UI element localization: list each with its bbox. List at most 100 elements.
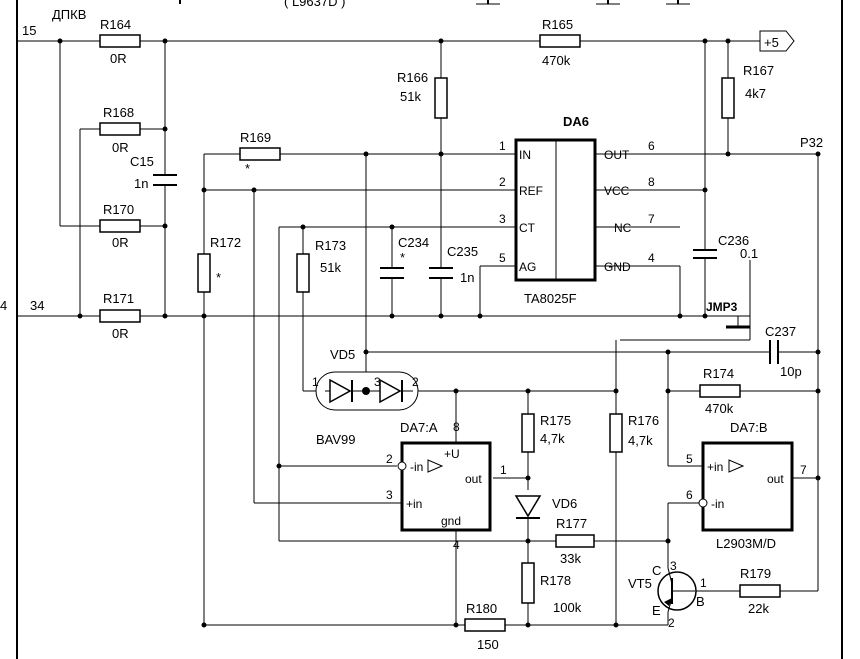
c235-ref: C235 xyxy=(447,244,478,259)
resistor-r178: R178 100k xyxy=(521,562,582,615)
c235-value: 1n xyxy=(460,270,474,285)
resistor-r171: R171 0R xyxy=(99,291,141,341)
vt5-pin-b: 1 xyxy=(700,576,707,590)
r166-ref: R166 xyxy=(397,70,428,85)
comparator-da7b: DA7:B L2903M/D 5 +in 6 -in 7 out xyxy=(686,420,807,551)
da6-pin2-num: 2 xyxy=(499,175,506,189)
resistor-r169: R169 * xyxy=(239,130,281,176)
da7a-lbl-out: out xyxy=(465,472,482,486)
da7a-pin3: 3 xyxy=(386,488,393,502)
r170-value: 0R xyxy=(112,235,129,250)
vt5-lbl-c: C xyxy=(652,563,661,578)
resistor-r175: R175 4,7k xyxy=(521,413,571,453)
diode-vd5: VD5 BAV99 1 3 2 xyxy=(312,347,419,447)
da7b-pin7: 7 xyxy=(800,463,807,477)
r175-value: 4,7k xyxy=(540,431,565,446)
vd5-pin1: 1 xyxy=(312,375,319,389)
net-flag-plus5: +5 xyxy=(759,30,795,52)
resistor-r166: R166 51k xyxy=(397,70,448,119)
net-label-dpkv: ДПКВ xyxy=(52,7,86,22)
vt5-lbl-e: E xyxy=(652,603,661,618)
r180-ref: R180 xyxy=(466,601,497,616)
r176-ref: R176 xyxy=(628,413,659,428)
c234-value: * xyxy=(400,250,405,265)
resistor-r172: R172 * xyxy=(197,235,241,293)
r171-value: 0R xyxy=(112,326,129,341)
da6-pin8-num: 8 xyxy=(648,175,655,189)
da6-pin6-name: OUT xyxy=(604,148,630,162)
da6-pin1-num: 1 xyxy=(499,139,506,153)
resistor-r179: R179 22k xyxy=(739,566,781,616)
r172-ref: R172 xyxy=(210,235,241,250)
da7a-pin2: 2 xyxy=(386,452,393,466)
jumper-jmp3: JMP3 xyxy=(706,300,750,329)
da7b-part: L2903M/D xyxy=(716,536,776,551)
da6-pin3-num: 3 xyxy=(499,212,506,226)
r176-value: 4,7k xyxy=(628,433,653,448)
junctions xyxy=(57,38,821,628)
r170-ref: R170 xyxy=(103,202,134,217)
da7a-pin8: 8 xyxy=(453,420,460,434)
da6-pin3-name: CT xyxy=(519,221,536,235)
comparator-da7a: DA7:A 8 +U 2 -in 3 +in 1 out gnd 4 xyxy=(386,420,507,552)
da6-pin7-name: NC xyxy=(614,221,632,235)
r164-value: 0R xyxy=(110,51,127,66)
da6-pin8-name: VCC xyxy=(604,184,630,198)
r177-value: 33k xyxy=(560,551,581,566)
da7a-lbl-plus: +in xyxy=(406,497,422,511)
edge-label: 4 xyxy=(0,298,7,313)
vt5-pin-c: 3 xyxy=(670,559,677,573)
resistor-r174: R174 470k xyxy=(699,366,741,416)
capacitor-c15: C15 1n xyxy=(130,154,177,191)
c234-ref: C234 xyxy=(398,235,429,250)
da7b-lbl-minus: -in xyxy=(711,497,724,511)
capacitor-c234: C234 * xyxy=(380,235,429,279)
capacitor-c237: C237 10p xyxy=(765,324,802,379)
r179-ref: R179 xyxy=(740,566,771,581)
da7b-lbl-out: out xyxy=(767,472,784,486)
r167-ref: R167 xyxy=(743,63,774,78)
net-label-p32: P32 xyxy=(800,135,823,150)
r169-value: * xyxy=(245,161,250,176)
da6-pin7-num: 7 xyxy=(648,212,655,226)
vd5-pin3: 3 xyxy=(374,375,381,389)
c15-ref: C15 xyxy=(130,154,154,169)
vd5-pin2: 2 xyxy=(412,375,419,389)
da7a-pin4: 4 xyxy=(453,538,460,552)
r173-ref: R173 xyxy=(315,238,346,253)
r166-value: 51k xyxy=(400,89,421,104)
da7b-pin5: 5 xyxy=(686,452,693,466)
da6-pin5-name: AG xyxy=(519,260,536,274)
r174-ref: R174 xyxy=(703,366,734,381)
r178-ref: R178 xyxy=(540,573,571,588)
r167-value: 4k7 xyxy=(745,86,766,101)
da7a-lbl-minus: -in xyxy=(410,460,423,474)
vt5-lbl-b: B xyxy=(696,594,705,609)
r172-value: * xyxy=(216,270,221,285)
r164-ref: R164 xyxy=(100,17,131,32)
da6-pin5-num: 5 xyxy=(499,251,506,265)
da7a-lbl-gnd: gnd xyxy=(441,514,461,528)
r169-ref: R169 xyxy=(240,130,271,145)
r165-value: 470k xyxy=(542,53,571,68)
da6-pin1-name: IN xyxy=(519,148,531,162)
c15-value: 1n xyxy=(134,176,148,191)
c237-ref: C237 xyxy=(765,324,796,339)
da7b-ref: DA7:B xyxy=(730,420,768,435)
transistor-vt5: VT5 C 3 E 2 B 1 xyxy=(628,559,707,630)
resistor-r180: R180 150 xyxy=(464,601,506,652)
resistor-r164: R164 0R xyxy=(99,17,141,66)
c236-value: 0.1 xyxy=(740,246,758,261)
r168-value: 0R xyxy=(112,140,129,155)
capacitor-c236: C236 0.1 xyxy=(693,233,758,261)
r171-ref: R171 xyxy=(103,291,134,306)
r180-value: 150 xyxy=(477,637,499,652)
resistor-r168: R168 0R xyxy=(99,105,141,155)
r173-value: 51k xyxy=(320,260,341,275)
resistor-r177: R177 33k xyxy=(555,516,595,566)
resistor-r170: R170 0R xyxy=(99,202,141,250)
da7a-lbl-u: +U xyxy=(444,447,460,461)
net-label-34: 34 xyxy=(30,298,44,313)
